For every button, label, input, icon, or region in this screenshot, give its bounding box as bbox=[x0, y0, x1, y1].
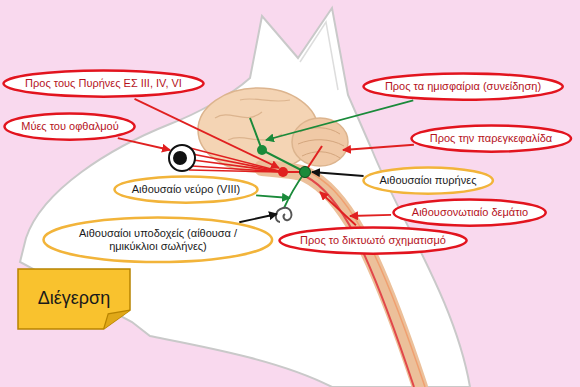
leader-line bbox=[239, 214, 277, 222]
node-label: Αιθουσαίο νεύρο (VIII) bbox=[132, 183, 240, 196]
leader-line bbox=[118, 138, 170, 150]
afferent-ellipse: Αιθουσαίο νεύρο (VIII) bbox=[113, 175, 259, 204]
ellipse-outline bbox=[5, 114, 135, 140]
efferent-ellipse: Προς τους Πυρήνες ΕΣ III, IV, VI bbox=[2, 69, 205, 98]
node-label: Αιθουσαίοι πυρήνες bbox=[380, 174, 477, 187]
node-text: Προς τα ημισφαίρια (συνείδηση) bbox=[385, 80, 541, 93]
thalamic-dot bbox=[257, 145, 267, 155]
ellipse-outline bbox=[363, 74, 562, 100]
node-label: Αιθουσαίοι υποδοχείς (αίθουσα / ημικύκλι… bbox=[69, 227, 247, 253]
vestibular-nuclei-dot bbox=[300, 167, 311, 178]
vestibulospinal-tract-2 bbox=[305, 170, 425, 387]
node-label: Προς την παρεγκεφαλίδα bbox=[430, 132, 552, 145]
leader-line bbox=[320, 192, 356, 225]
leader-line bbox=[256, 195, 290, 198]
node-text: Αιθουσονωτιαίο δεμάτιο bbox=[412, 206, 528, 219]
afferent-ellipse: Αιθουσαίοι υποδοχείς (αίθουσα / ημικύκλι… bbox=[42, 216, 274, 264]
pupil bbox=[173, 151, 187, 165]
leader-line bbox=[266, 100, 413, 140]
node-label: Διέγερση bbox=[38, 288, 110, 310]
ellipse-outline bbox=[44, 218, 273, 263]
node-text: Προς το δικτυωτό σχηματισμό bbox=[300, 234, 446, 247]
node-text: Μύες του οφθαλμού bbox=[21, 120, 119, 133]
ellipse-outline bbox=[411, 126, 571, 152]
leader-line bbox=[350, 215, 391, 216]
ellipse-outline bbox=[114, 177, 257, 203]
ellipse-outline bbox=[394, 200, 546, 226]
eye-muscles bbox=[189, 148, 283, 172]
efferent-ellipse: Προς το δικτυωτό σχηματισμό bbox=[278, 226, 468, 255]
ellipse-outline bbox=[279, 228, 466, 254]
ellipse-outline bbox=[363, 168, 492, 194]
efferent-ellipse: Αιθουσονωτιαίο δεμάτιο bbox=[392, 198, 547, 227]
dog-ear bbox=[300, 22, 338, 90]
leader-line bbox=[343, 145, 414, 150]
node-text: Αιθουσαίοι υποδοχείς (αίθουσα / ημικύκλι… bbox=[69, 227, 247, 253]
vestibular-nerve bbox=[284, 172, 305, 208]
cerebellum-folds bbox=[298, 128, 344, 158]
node-label: Προς το δικτυωτό σχηματισμό bbox=[300, 234, 446, 247]
cerebrum-folds bbox=[215, 99, 290, 140]
ellipse-outline bbox=[3, 71, 203, 97]
node-label: Προς τους Πυρήνες ΕΣ III, IV, VI bbox=[25, 77, 182, 90]
stimulus-tag: Διέγερση bbox=[17, 268, 131, 330]
tag-fold bbox=[104, 310, 130, 329]
eye-nuclei-dot bbox=[278, 167, 288, 177]
node-text: Προς τους Πυρήνες ΕΣ III, IV, VI bbox=[25, 77, 182, 90]
inner-ear bbox=[276, 208, 292, 222]
leader-line bbox=[135, 99, 279, 168]
efferent-ellipse: Μύες του οφθαλμού bbox=[3, 112, 136, 141]
pathway-to-hemispheres bbox=[250, 118, 305, 172]
eye bbox=[169, 145, 195, 171]
spinal-cord bbox=[262, 168, 420, 387]
node-label: Μύες του οφθαλμού bbox=[21, 120, 119, 133]
node-text: Αιθουσαίο νεύρο (VIII) bbox=[132, 183, 240, 196]
afferent-ellipse: Αιθουσαίοι πυρήνες bbox=[362, 166, 494, 195]
node-text: Αιθουσαίοι πυρήνες bbox=[380, 174, 477, 187]
leader-line bbox=[312, 172, 364, 176]
node-label: Προς τα ημισφαίρια (συνείδηση) bbox=[385, 80, 541, 93]
tag-shape bbox=[18, 269, 130, 329]
efferent-ellipse: Προς τα ημισφαίρια (συνείδηση) bbox=[362, 72, 564, 101]
efferent-ellipse: Προς την παρεγκεφαλίδα bbox=[410, 124, 573, 153]
node-label: Αιθουσονωτιαίο δεμάτιο bbox=[412, 206, 528, 219]
node-text: Διέγερση bbox=[38, 288, 110, 310]
dog-head bbox=[20, 8, 470, 387]
node-text: Προς την παρεγκεφαλίδα bbox=[430, 132, 552, 145]
